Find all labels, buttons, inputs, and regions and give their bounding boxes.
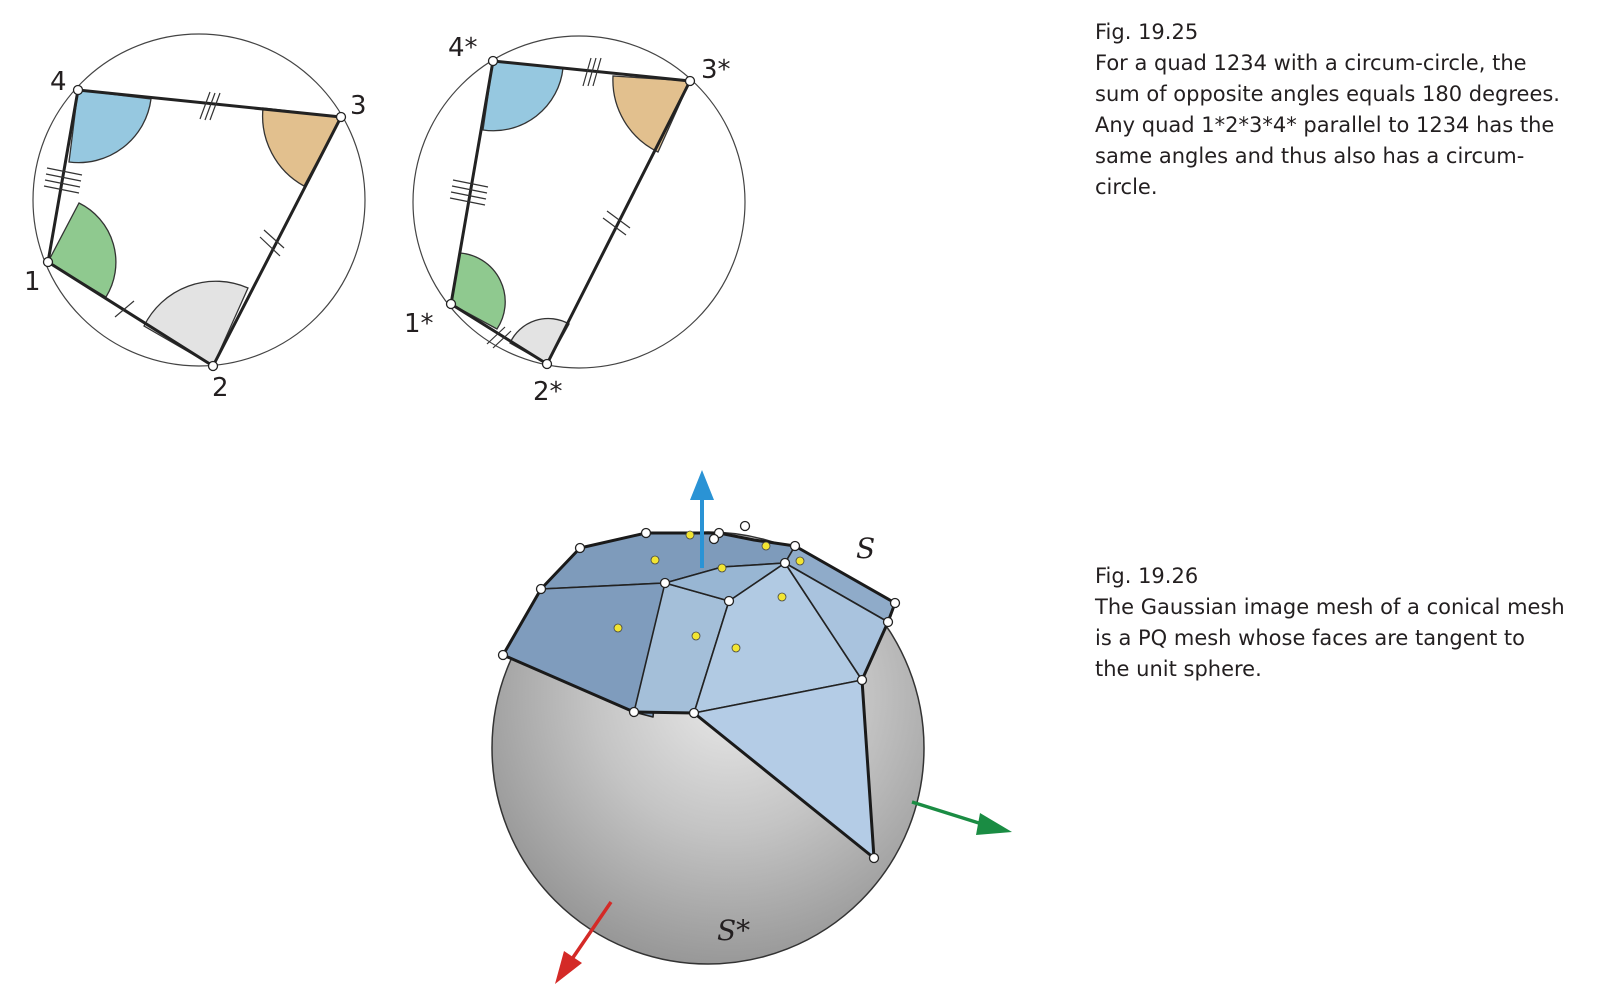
mesh-boundary: [501, 531, 897, 860]
quad-1234-star-diagram: 1* 2* 3* 4*: [404, 33, 746, 407]
circumcircle: [32, 33, 366, 367]
angle-3-star: [612, 75, 691, 153]
mesh-vertices: [497, 520, 901, 864]
vertex-label-1-star: 1*: [404, 309, 434, 339]
gaussian-image-diagram: S S*: [491, 470, 1012, 984]
figure-number: Fig. 19.25: [1095, 20, 1199, 44]
caption-fig-19-25: Fig. 19.25 For a quad 1234 with a circum…: [1095, 17, 1565, 203]
circumcircle-star: [412, 35, 746, 369]
figure-number: Fig. 19.26: [1095, 564, 1199, 588]
vertex-label-4-star: 4*: [448, 33, 478, 63]
angle-4: [68, 89, 152, 164]
vertex-label-4: 4: [50, 67, 67, 97]
angle-3: [261, 107, 343, 187]
angle-4-star: [482, 60, 564, 132]
caption-text: For a quad 1234 with a circum-circle, th…: [1095, 51, 1560, 199]
vertex-label-3: 3: [350, 91, 367, 121]
axis-arrow-right: [911, 800, 1012, 835]
angle-1-star: [450, 252, 506, 330]
angle-2-star: [509, 317, 570, 365]
angle-2: [143, 280, 249, 367]
normal-arrow-up: [690, 470, 714, 568]
vertex-label-2: 2: [212, 373, 229, 403]
vertex-label-1: 1: [24, 267, 41, 297]
edge-tick-marks: [43, 91, 285, 318]
vertex-label-3-star: 3*: [701, 55, 731, 85]
angle-1: [47, 202, 117, 298]
caption-fig-19-26: Fig. 19.26 The Gaussian image mesh of a …: [1095, 561, 1565, 685]
sphere-label-s-star: S*: [717, 914, 750, 947]
edge-tick-marks-star: [449, 57, 631, 349]
mesh-label-s: S: [856, 532, 875, 565]
quad-1234-diagram: 1 2 3 4: [24, 33, 367, 403]
quad-star-vertices: [445, 55, 696, 370]
vertex-label-2-star: 2*: [533, 377, 563, 407]
axis-arrow-down: [555, 901, 613, 984]
tangent-points: [613, 530, 805, 653]
pq-mesh: [502, 532, 896, 859]
caption-text: The Gaussian image mesh of a conical mes…: [1095, 595, 1565, 681]
quad-vertices: [42, 84, 347, 372]
